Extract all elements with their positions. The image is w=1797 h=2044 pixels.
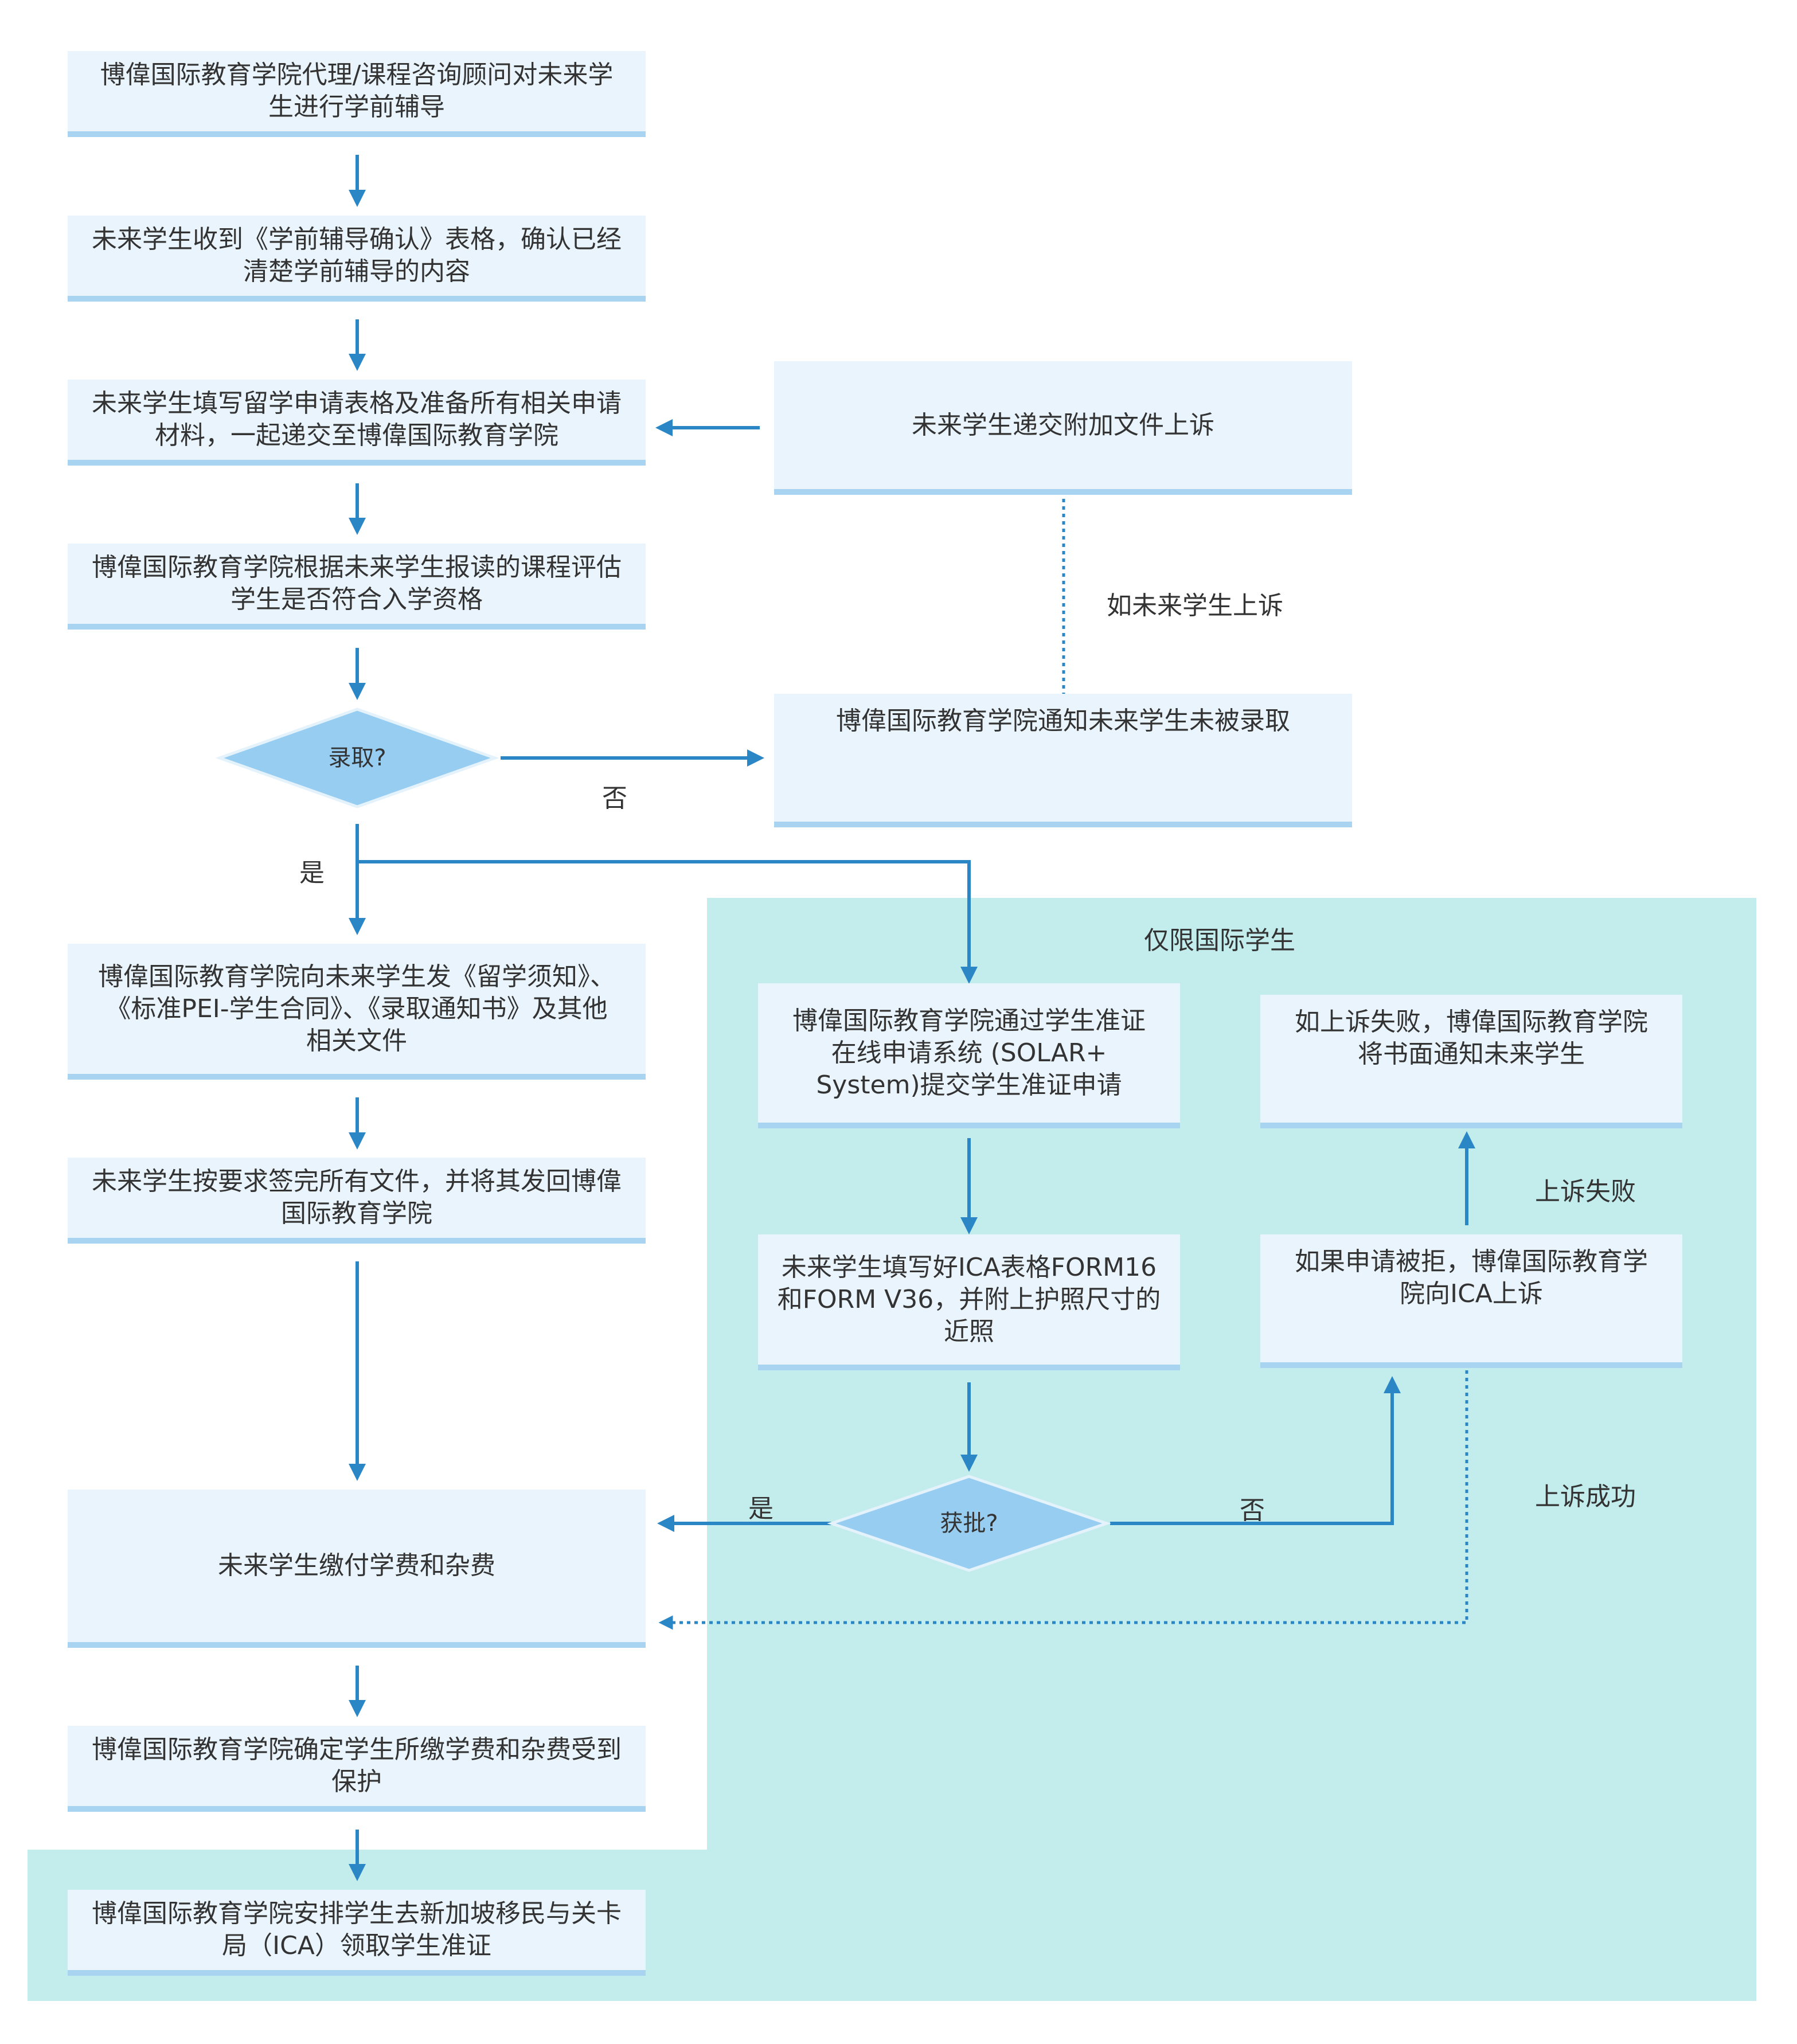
- step-fee-protection-text: 博偉国际教育学院确定学生所缴学费和杂费受到 保护: [92, 1735, 622, 1796]
- decision-approve-label: 获批?: [940, 1510, 998, 1537]
- step-pre-counselling: 博偉国际教育学院代理/课程咨询顾问对未来学 生进行学前辅导: [68, 51, 646, 137]
- step-issue-documents-text: 博偉国际教育学院向未来学生发《留学须知》、 《标准PEI-学生合同》、《录取通知…: [98, 962, 615, 1056]
- arrow-branch-s1: [357, 860, 978, 984]
- step-sign-documents: 未来学生按要求签完所有文件，并将其发回博偉 国际教育学院: [68, 1158, 646, 1244]
- step-submit-application: 未来学生填写留学申请表格及准备所有相关申请 材料，一起递交至博偉国际教育学院: [68, 380, 646, 466]
- label-appeal-success: 上诉成功: [1535, 1482, 1636, 1511]
- step-issue-documents: 博偉国际教育学院向未来学生发《留学须知》、 《标准PEI-学生合同》、《录取通知…: [68, 944, 646, 1080]
- step-appeal-to-ica-text: 如果申请被拒，博偉国际教育学 院向ICA上诉: [1295, 1247, 1648, 1308]
- step-appeal-documents: 未来学生递交附加文件上诉: [774, 361, 1352, 495]
- step-not-admitted: 博偉国际教育学院通知未来学生未被录取: [774, 694, 1352, 827]
- label-no-approved: 否: [1240, 1496, 1265, 1525]
- step-appeal-failed-notice: 如上诉失败，博偉国际教育学院 将书面通知未来学生: [1260, 995, 1682, 1128]
- step-solar-submission: 博偉国际教育学院通过学生准证 在线申请系统 (SOLAR+ System)提交学…: [758, 983, 1180, 1128]
- step-confirmation-form-text: 未来学生收到《学前辅导确认》表格，确认已经 清楚学前辅导的内容: [92, 225, 622, 286]
- step-submit-application-text: 未来学生填写留学申请表格及准备所有相关申请 材料，一起递交至博偉国际教育学院: [92, 389, 622, 450]
- step-collect-pass: 博偉国际教育学院安排学生去新加坡移民与关卡 局（ICA）领取学生准证: [68, 1890, 646, 1976]
- step-assess-eligibility: 博偉国际教育学院根据未来学生报读的课程评估 学生是否符合入学资格: [68, 544, 646, 630]
- step-not-admitted-text: 博偉国际教育学院通知未来学生未被录取: [836, 706, 1290, 736]
- dotted-appeal-success: [658, 1370, 1468, 1630]
- step-solar-submission-text: 博偉国际教育学院通过学生准证 在线申请系统 (SOLAR+ System)提交学…: [792, 1006, 1146, 1100]
- arrow-d2-s4: [1110, 1376, 1401, 1525]
- step-pay-fees-text: 未来学生缴付学费和杂费: [218, 1551, 495, 1580]
- step-appeal-documents-text: 未来学生递交附加文件上诉: [912, 410, 1214, 440]
- decision-admit-label: 录取?: [328, 745, 386, 771]
- decision-admit-diamond: [215, 708, 499, 808]
- decision-approve-diamond: [827, 1475, 1111, 1572]
- label-no-admit: 否: [602, 784, 627, 813]
- label-yes-approved: 是: [748, 1494, 774, 1523]
- step-assess-eligibility-text: 博偉国际教育学院根据未来学生报读的课程评估 学生是否符合入学资格: [92, 553, 622, 614]
- step-collect-pass-text: 博偉国际教育学院安排学生去新加坡移民与关卡 局（ICA）领取学生准证: [92, 1899, 622, 1960]
- step-ica-forms: 未来学生填写好ICA表格FORM16 和FORM V36，并附上护照尺寸的 近照: [758, 1234, 1180, 1370]
- label-appeal-failed: 上诉失败: [1535, 1177, 1636, 1206]
- step-pay-fees: 未来学生缴付学费和杂费: [68, 1490, 646, 1648]
- region-label: 仅限国际学生: [1144, 926, 1295, 955]
- step-confirmation-form: 未来学生收到《学前辅导确认》表格，确认已经 清楚学前辅导的内容: [68, 216, 646, 302]
- step-appeal-to-ica: 如果申请被拒，博偉国际教育学 院向ICA上诉: [1260, 1234, 1682, 1368]
- step-appeal-failed-notice-text: 如上诉失败，博偉国际教育学院 将书面通知未来学生: [1295, 1007, 1648, 1069]
- step-sign-documents-text: 未来学生按要求签完所有文件，并将其发回博偉 国际教育学院: [92, 1167, 622, 1228]
- step-ica-forms-text: 未来学生填写好ICA表格FORM16 和FORM V36，并附上护照尺寸的 近照: [777, 1252, 1161, 1346]
- label-yes-admit: 是: [299, 858, 325, 888]
- step-pre-counselling-text: 博偉国际教育学院代理/课程咨询顾问对未来学 生进行学前辅导: [100, 60, 614, 122]
- label-if-appeal: 如未来学生上诉: [1107, 591, 1283, 620]
- step-fee-protection: 博偉国际教育学院确定学生所缴学费和杂费受到 保护: [68, 1726, 646, 1812]
